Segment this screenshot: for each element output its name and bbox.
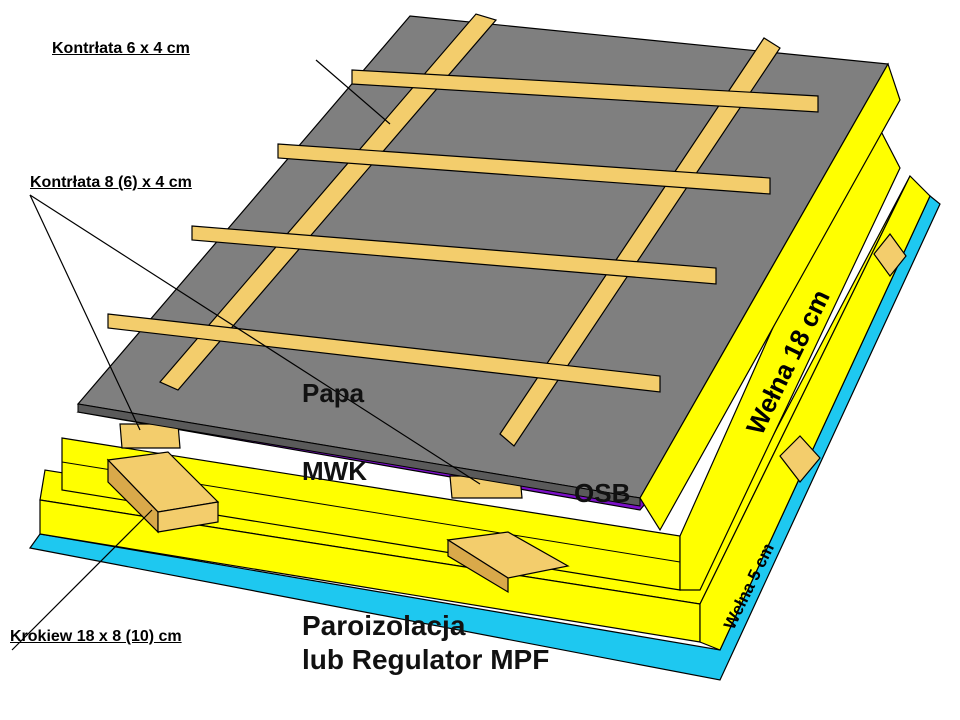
leader-krokiew xyxy=(11,509,153,651)
label-mwk: MWK xyxy=(302,456,367,486)
laty-battens xyxy=(107,69,819,393)
label-papa: Papa xyxy=(302,378,365,408)
krokiew-rafter-side-2 xyxy=(873,233,907,277)
kontrlata-battens-diagonal xyxy=(159,13,781,447)
label-paroizolacja-1: Paroizolacja xyxy=(302,610,466,641)
krokiew-rafter-left xyxy=(106,451,220,534)
label-osb: OSB xyxy=(574,478,631,508)
leader-kontrlata-top xyxy=(315,59,391,125)
krokiew-rafter-side-1 xyxy=(779,435,821,483)
leader-kontrlata-mid-1 xyxy=(29,194,141,431)
label-krokiew: Krokiew 18 x 8 (10) cm xyxy=(10,628,182,645)
label-kontrlata-mid: Kontrłata 8 (6) x 4 cm xyxy=(30,174,192,191)
osb-layer-side xyxy=(639,62,901,532)
label-kontrlata-top: Kontrłata 6 x 4 cm xyxy=(52,40,190,57)
welna-5-layer-side xyxy=(699,174,931,651)
label-paroizolacja-2: lub Regulator MPF xyxy=(302,644,550,675)
krokiew-rafter-right xyxy=(446,531,570,594)
leader-kontrlata-mid-2 xyxy=(29,194,481,485)
